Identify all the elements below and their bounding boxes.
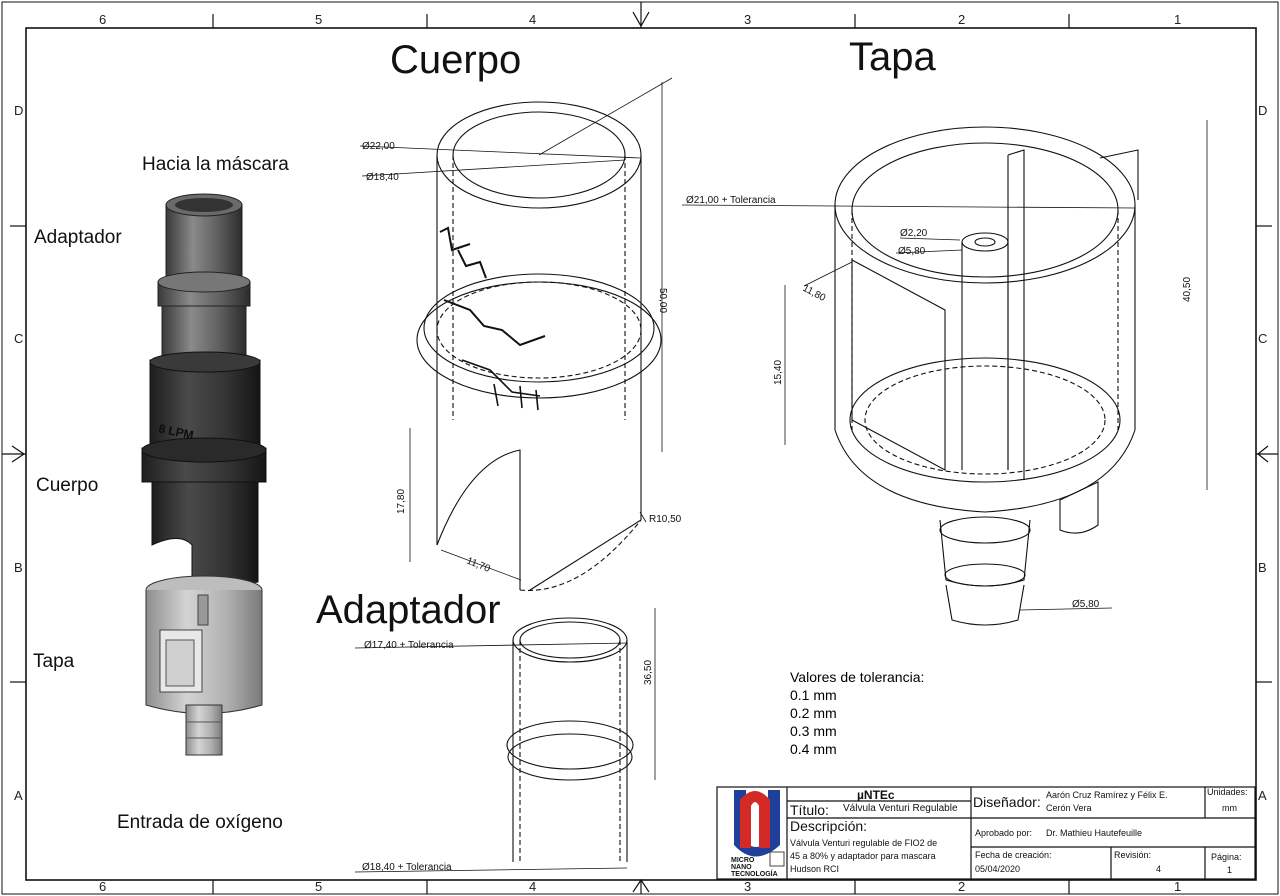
zone-col-5-top: 5 — [315, 12, 323, 27]
zone-col-2-top: 2 — [958, 12, 966, 27]
tb-descripcion-label: Descripción: — [790, 818, 868, 834]
zone-col-1-top: 1 — [1174, 12, 1182, 27]
heading-tapa: Tapa — [849, 35, 936, 79]
zone-row-a-right: A — [1258, 788, 1267, 803]
logo-line-3: TECNOLOGÍA — [731, 869, 778, 878]
zone-row-b-left: B — [14, 560, 23, 575]
tb-unidades-label: Unidades: — [1207, 787, 1248, 797]
logo-line-2: NANO — [731, 864, 752, 871]
zone-col-4-bottom: 4 — [529, 879, 537, 894]
title-block-frame — [716, 786, 1256, 880]
dim-tapa-pin-outer: Ø5,80 — [898, 246, 926, 257]
heading-cuerpo: Cuerpo — [390, 38, 522, 82]
tb-revision-value: 4 — [1156, 864, 1162, 874]
label-adaptador: Adaptador — [34, 227, 122, 248]
zone-col-1-bottom: 1 — [1174, 879, 1182, 894]
tb-titulo-value: Válvula Venturi Regulable — [843, 803, 958, 814]
dim-cuerpo-inner: Ø18,40 — [366, 172, 399, 183]
tb-disenador-line: Aarón Cruz Ramírez y Félix E. — [1046, 790, 1168, 800]
label-hacia-mascara: Hacia la máscara — [142, 154, 289, 175]
tb-disenador-line: Cerón Vera — [1046, 803, 1092, 813]
tb-fecha-label: Fecha de creación: — [975, 850, 1052, 860]
tb-descripcion-line: Hudson RCI — [790, 864, 840, 874]
zone-col-5-bottom: 5 — [315, 879, 323, 894]
heading-adaptador: Adaptador — [316, 588, 501, 632]
tb-revision-label: Revisión: — [1114, 850, 1152, 860]
tolerance-title: Valores de tolerancia: — [790, 669, 925, 685]
label-tapa: Tapa — [33, 651, 75, 672]
tolerance-value: 0.2 mm — [790, 705, 837, 721]
dim-tapa-nozzle: Ø5,80 — [1072, 599, 1100, 610]
label-entrada-oxigeno: Entrada de oxígeno — [117, 812, 283, 833]
tolerance-value: 0.1 mm — [790, 687, 837, 703]
tolerance-value: 0.4 mm — [790, 741, 837, 757]
dim-cuerpo-radius: R10,50 — [649, 514, 682, 525]
zone-row-c-left: C — [14, 331, 24, 346]
zone-row-b-right: B — [1258, 560, 1267, 575]
zone-col-3-bottom: 3 — [744, 879, 752, 894]
tb-fecha-value: 05/04/2020 — [975, 864, 1021, 874]
tb-company: µNTEc — [857, 788, 895, 802]
dim-cuerpo-slot-height: 17,80 — [396, 489, 407, 514]
zone-col-6-top: 6 — [99, 12, 107, 27]
tb-descripcion-line: 45 a 80% y adaptador para mascara — [790, 851, 936, 861]
tb-aprobado-value: Dr. Mathieu Hautefeuille — [1046, 828, 1143, 838]
zone-row-a-left: A — [14, 788, 23, 803]
dim-cuerpo-height: 50,00 — [657, 288, 668, 313]
dim-tapa-window-height: 15,40 — [773, 360, 784, 385]
dim-tapa-diameter: Ø21,00 + Tolerancia — [686, 195, 776, 206]
tb-unidades-value: mm — [1222, 803, 1237, 813]
assembly-render: 8 LPM — [141, 193, 267, 756]
tapa-drawing — [681, 120, 1208, 626]
tolerance-value: 0.3 mm — [790, 723, 837, 739]
zone-col-4-top: 4 — [529, 12, 537, 27]
zone-row-d-left: D — [14, 103, 24, 118]
dim-tapa-height: 40,50 — [1182, 277, 1193, 302]
tb-aprobado-label: Aprobado por: — [975, 828, 1033, 838]
tb-disenador-label: Diseñador: — [973, 794, 1041, 810]
cuerpo-drawing — [359, 77, 673, 591]
zone-row-c-right: C — [1258, 331, 1268, 346]
zone-ticks — [10, 14, 1272, 894]
dim-cuerpo-slot-width: 11,70 — [465, 556, 492, 575]
dimension-labels: Ø22,00 Ø18,40 50,00 17,80 11,70 R10,50 Ø… — [362, 141, 1193, 873]
tb-pagina-value: 1 — [1227, 865, 1233, 875]
zone-col-3-top: 3 — [744, 12, 752, 27]
zone-col-2-bottom: 2 — [958, 879, 966, 894]
dim-cuerpo-outer: Ø22,00 — [362, 141, 395, 152]
untec-logo: MICRO NANO TECNOLOGÍA — [731, 790, 785, 878]
zone-row-d-right: D — [1258, 103, 1268, 118]
dim-tapa-pin-inner: Ø2,20 — [900, 228, 928, 239]
unam-seal-icon — [769, 851, 785, 867]
tb-titulo-label: Título: — [790, 802, 829, 818]
zone-col-6-bottom: 6 — [99, 879, 107, 894]
tb-pagina-label: Página: — [1211, 852, 1242, 862]
dim-adapt-bottom: Ø18,40 + Tolerancia — [362, 862, 452, 873]
label-cuerpo: Cuerpo — [36, 475, 99, 496]
adaptador-drawing — [354, 608, 656, 873]
dim-adapt-height: 36,50 — [643, 660, 654, 685]
dim-adapt-top: Ø17,40 + Tolerancia — [364, 640, 454, 651]
tb-descripcion-line: Válvula Venturi regulable de FIO2 de — [790, 838, 938, 848]
dim-tapa-window-width: 11,80 — [801, 283, 828, 304]
logo-line-1: MICRO — [731, 857, 755, 864]
tolerance-block: Valores de tolerancia: 0.1 mm 0.2 mm 0.3… — [790, 668, 924, 758]
